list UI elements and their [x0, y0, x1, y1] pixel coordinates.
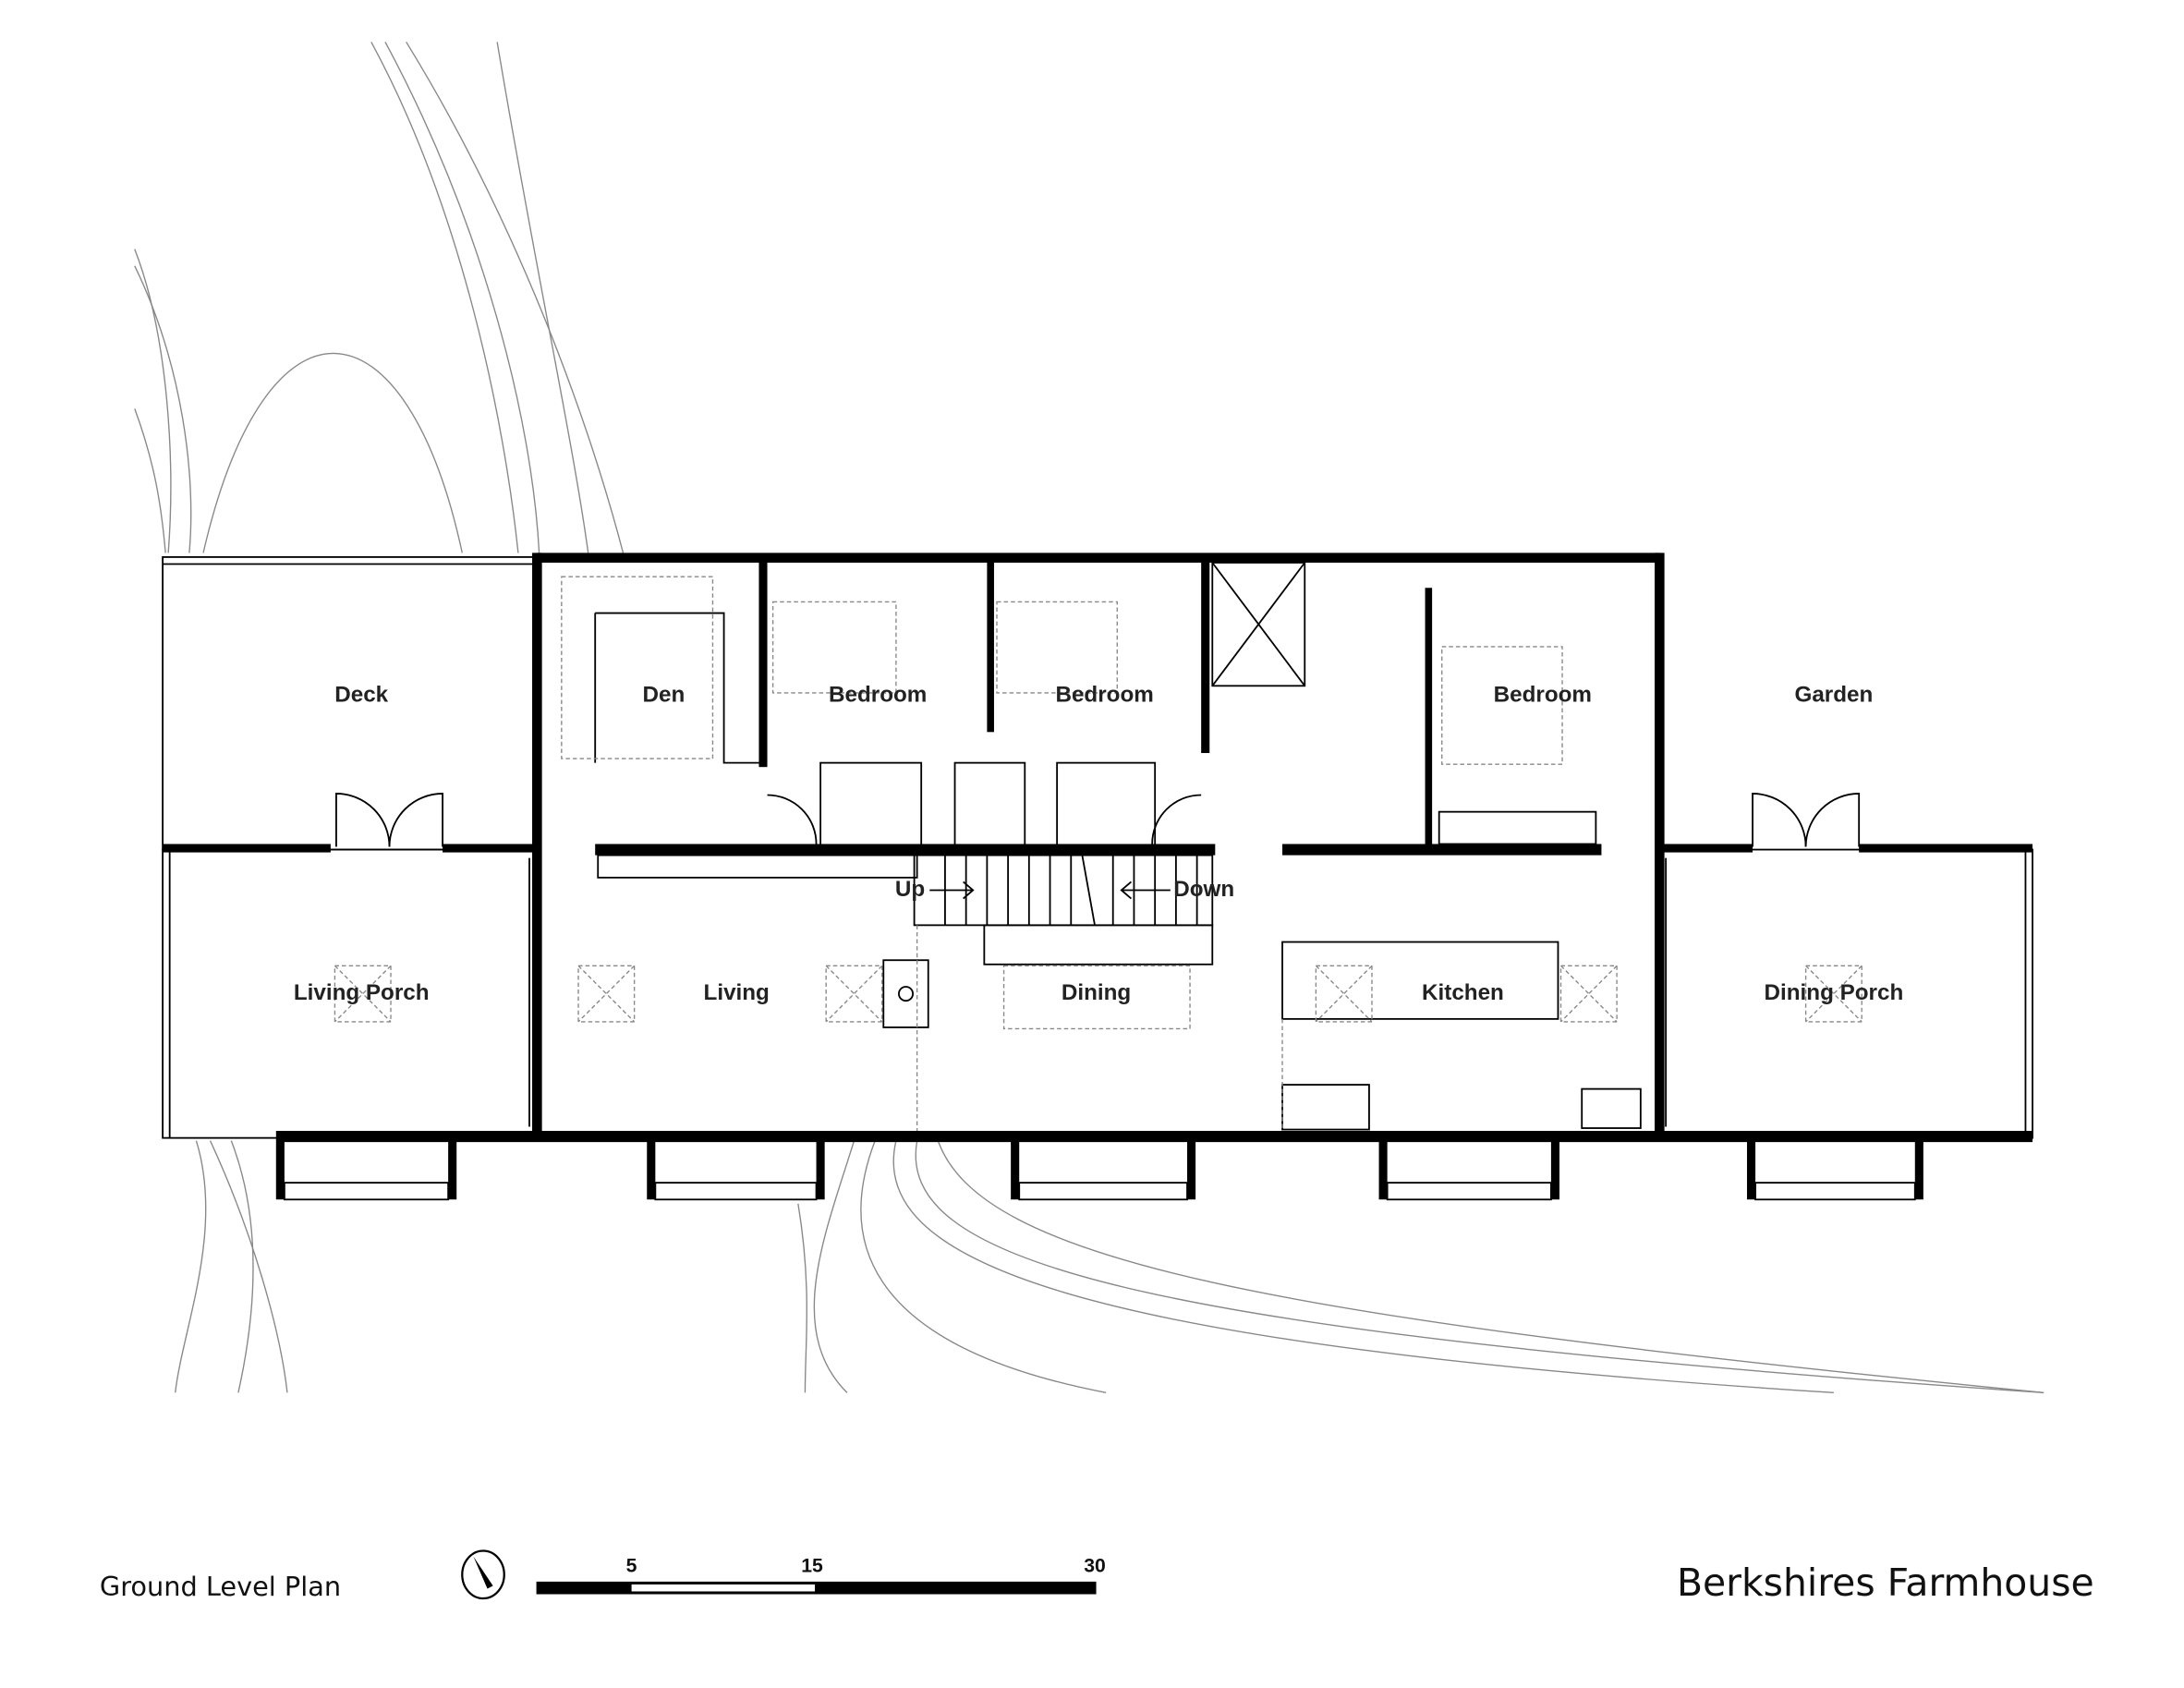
room-label-bedroom-2: Bedroom [1055, 682, 1153, 707]
arrow-left-icon [1120, 880, 1171, 900]
arrow-right-icon [929, 880, 975, 900]
landscape-contours [134, 42, 2044, 1394]
project-title: Berkshires Farmhouse [1677, 1560, 2094, 1605]
scale-tick-label: 30 [1084, 1555, 1106, 1576]
scale-tick-label: 15 [801, 1555, 823, 1576]
interior-details [334, 576, 1862, 1132]
walls [163, 553, 2033, 1201]
room-label-den: Den [643, 682, 686, 707]
room-label-kitchen: Kitchen [1422, 980, 1504, 1005]
porch-outlines [162, 556, 2033, 1139]
north-arrow-icon [461, 1549, 505, 1600]
scale-tick-label: 5 [626, 1555, 637, 1576]
room-label-living: Living [704, 980, 770, 1005]
scale-bar [536, 1581, 1097, 1595]
room-label-living-porch: Living Porch [294, 980, 430, 1005]
stair-label-down: Down [1173, 877, 1234, 902]
room-label-bedroom-3: Bedroom [1494, 682, 1592, 707]
room-label-bedroom-1: Bedroom [829, 682, 927, 707]
plan-caption: Ground Level Plan [100, 1571, 341, 1602]
room-label-dining-porch: Dining Porch [1765, 980, 1904, 1005]
room-label-garden: Garden [1795, 682, 1874, 707]
room-label-deck: Deck [334, 682, 388, 707]
room-label-dining: Dining [1062, 980, 1131, 1005]
stair-label-up: Up [895, 877, 925, 902]
